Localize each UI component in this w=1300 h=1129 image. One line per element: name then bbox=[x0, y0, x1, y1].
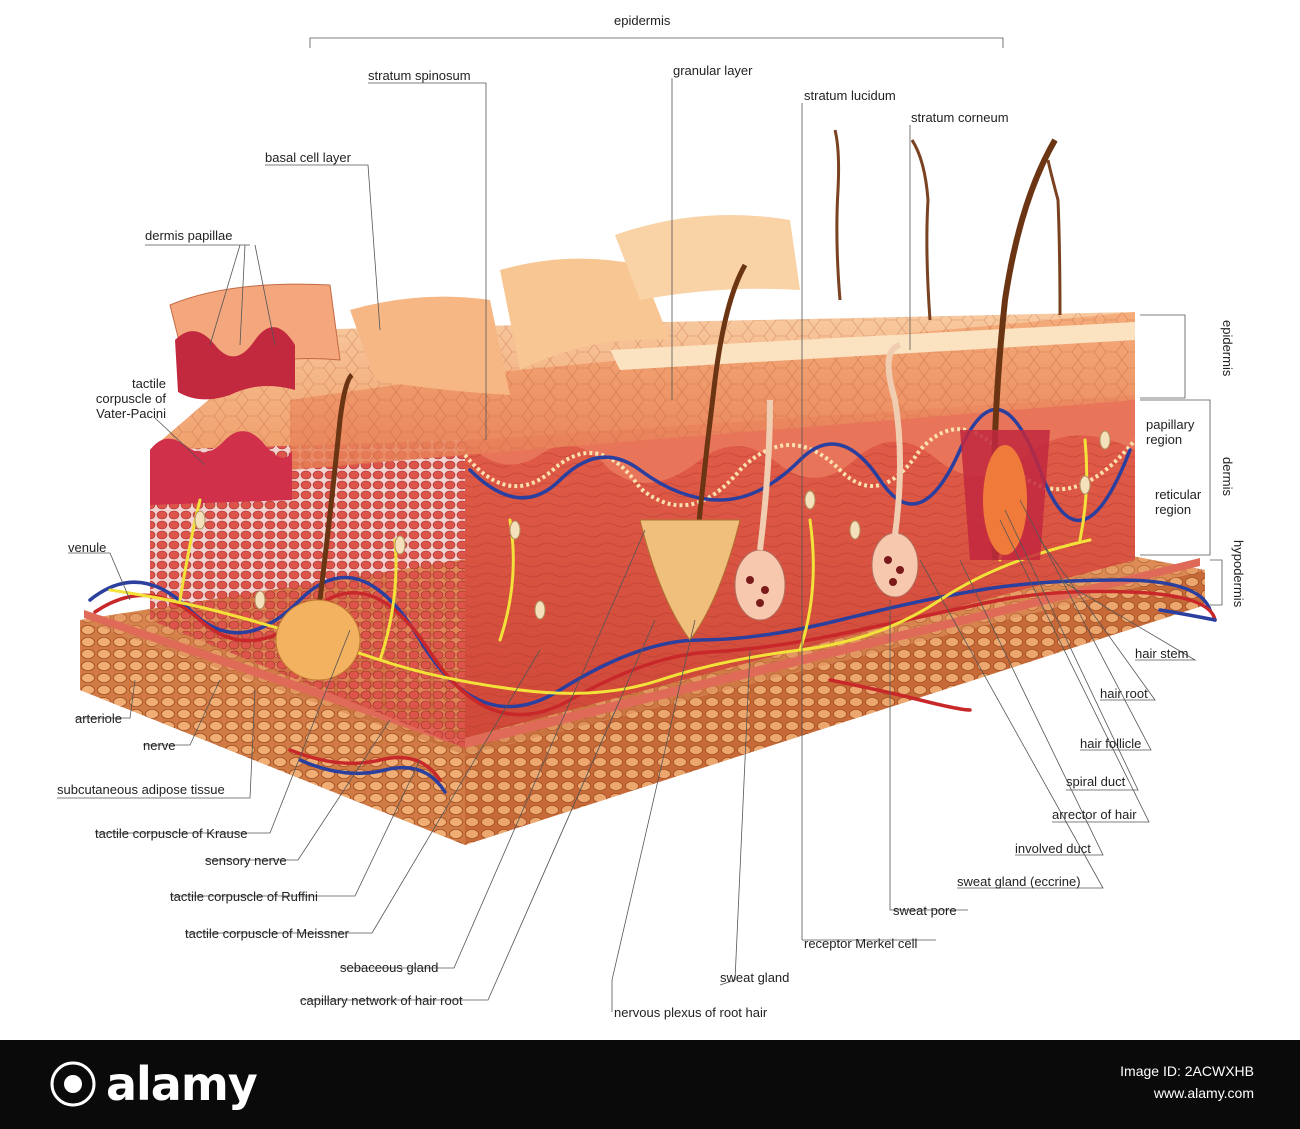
label-venule: venule bbox=[68, 540, 107, 555]
label-sweat-gland-eccrine: sweat gland (eccrine) bbox=[957, 874, 1081, 889]
label-sebaceous-gland: sebaceous gland bbox=[340, 960, 439, 975]
label-hair-follicle: hair follicle bbox=[1080, 736, 1142, 751]
footer-bar: alamy Image ID: 2ACWXHB www.alamy.com bbox=[0, 1040, 1300, 1129]
label-capillary-network: capillary network of hair root bbox=[300, 993, 463, 1008]
label-arteriole: arteriole bbox=[75, 711, 122, 726]
label-hair-root: hair root bbox=[1100, 686, 1148, 701]
label-papillary-region: papillary region bbox=[1146, 417, 1195, 447]
label-stratum-lucidum: stratum lucidum bbox=[804, 88, 896, 103]
footer-info: Image ID: 2ACWXHB www.alamy.com bbox=[1120, 1060, 1254, 1104]
peeled-layers bbox=[169, 215, 1135, 395]
skin-cross-section-illustration bbox=[57, 37, 1223, 1012]
label-arrector-of-hair: arrector of hair bbox=[1052, 807, 1137, 822]
label-granular-layer: granular layer bbox=[673, 63, 753, 78]
label-stratum-corneum: stratum corneum bbox=[911, 110, 1009, 125]
sweat-glands bbox=[734, 342, 919, 621]
label-basal-cell-layer: basal cell layer bbox=[265, 150, 351, 165]
label-vater-pacini: tactile corpuscle of Vater-Pacini bbox=[95, 376, 166, 421]
brand-wordmark: alamy bbox=[106, 1057, 258, 1111]
label-involved-duct: involved duct bbox=[1015, 841, 1091, 856]
label-nerve: nerve bbox=[143, 738, 176, 753]
label-meissner: tactile corpuscle of Meissner bbox=[185, 926, 350, 941]
label-side-epidermis: epidermis bbox=[1220, 320, 1235, 377]
label-sensory-nerve: sensory nerve bbox=[205, 853, 287, 868]
label-receptor-merkel-cell: receptor Merkel cell bbox=[804, 936, 918, 951]
label-sweat-gland: sweat gland bbox=[720, 970, 790, 985]
label-nervous-plexus: nervous plexus of root hair bbox=[614, 1005, 768, 1020]
alamy-logo-icon bbox=[50, 1061, 96, 1107]
label-sweat-pore: sweat pore bbox=[893, 903, 957, 918]
site-url-text[interactable]: www.alamy.com bbox=[1153, 1085, 1254, 1101]
dermis-papillae bbox=[150, 327, 295, 505]
label-side-dermis: dermis bbox=[1220, 457, 1235, 497]
label-side-hypodermis: hypodermis bbox=[1231, 540, 1246, 608]
label-spiral-duct: spiral duct bbox=[1066, 774, 1126, 789]
label-stratum-spinosum: stratum spinosum bbox=[368, 68, 471, 83]
label-dermis-papillae: dermis papillae bbox=[145, 228, 233, 243]
corpuscles bbox=[194, 430, 1111, 620]
image-id-text: Image ID: 2ACWXHB bbox=[1120, 1063, 1254, 1079]
label-krause: tactile corpuscle of Krause bbox=[95, 826, 248, 841]
label-hair-stem: hair stem bbox=[1135, 646, 1189, 661]
brand-logo[interactable]: alamy bbox=[50, 1057, 258, 1111]
label-subcutaneous-adipose-tissue: subcutaneous adipose tissue bbox=[57, 782, 225, 797]
leader-lines bbox=[57, 37, 1223, 1012]
label-reticular-region: reticular region bbox=[1155, 487, 1202, 517]
label-ruffini: tactile corpuscle of Ruffini bbox=[170, 889, 318, 904]
label-top-epidermis: epidermis bbox=[614, 13, 671, 28]
blood-vessels bbox=[88, 407, 1217, 794]
hair-structures bbox=[275, 129, 1062, 681]
